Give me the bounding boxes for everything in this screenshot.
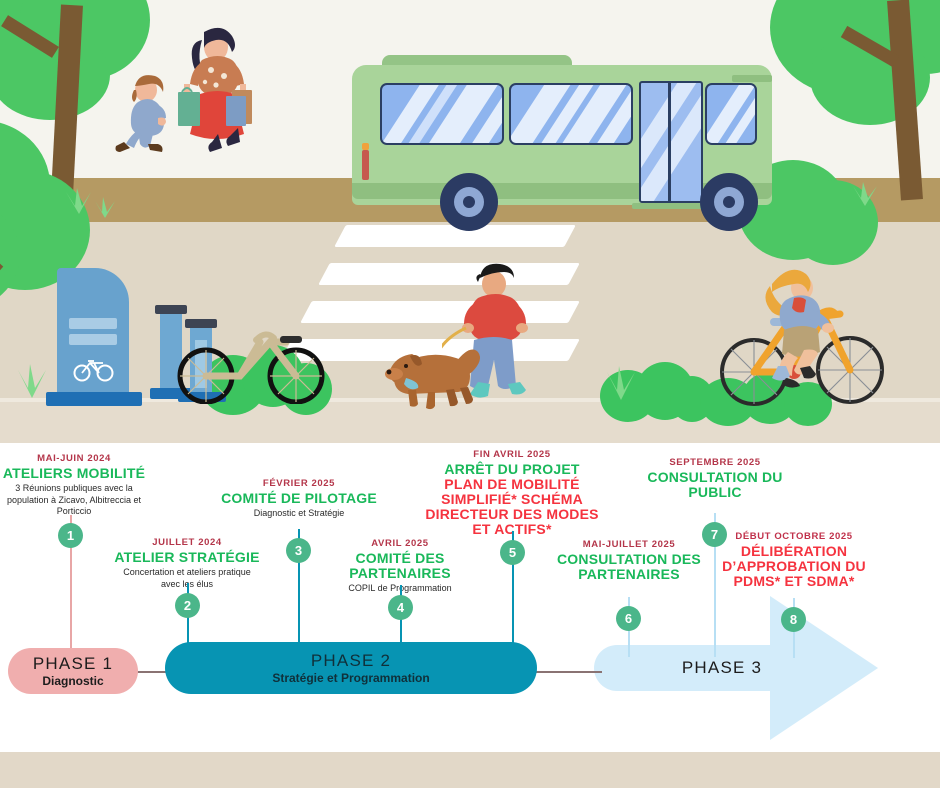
phase-title: PHASE 3: [681, 658, 763, 677]
timeline-badge-8[interactable]: 8: [781, 607, 806, 632]
item-title: ATELIERS MOBILITÉ: [2, 465, 146, 481]
timeline-item-8[interactable]: DÉBUT OCTOBRE 2025 DÉLIBÉRATION D’APPROB…: [714, 531, 874, 589]
item-title: DÉLIBÉRATION D’APPROBATION DU PDMS* ET S…: [722, 543, 866, 589]
item-title: ATELIER STRATÉGIE: [114, 549, 260, 565]
bicycle-icon: [73, 360, 114, 382]
grass-icon: [853, 182, 877, 206]
item-date: FÉVRIER 2025: [262, 478, 336, 489]
tree-icon: [0, 0, 160, 220]
running-child-icon: [115, 75, 166, 152]
item-title-secondary: PLAN DE MOBILITÉ SIMPLIFIÉ* SCHÉMA DIREC…: [425, 476, 599, 537]
item-date: DÉBUT OCTOBRE 2025: [735, 531, 853, 542]
item-title: COMITÉ DE PILOTAGE: [221, 490, 377, 506]
dog-icon: [385, 349, 480, 410]
street-scene-illustration: [0, 0, 940, 443]
grass-icon: [607, 366, 635, 400]
item-subtitle: Diagnostic et Stratégie: [253, 508, 345, 518]
woman-with-shopping-bags-icon: [178, 27, 252, 152]
timeline-badge-2[interactable]: 2: [175, 593, 200, 618]
bush-icon: [0, 120, 120, 320]
timeline-badge-7[interactable]: 7: [702, 522, 727, 547]
timeline-badge-5[interactable]: 5: [500, 540, 525, 565]
item-title: CONSULTATION DU PUBLIC: [647, 469, 783, 500]
item-title: COMITÉ DES PARTENAIRES: [349, 550, 451, 581]
phase-link-2-3: [528, 671, 602, 673]
phase-link-1-2: [130, 671, 174, 673]
connector-1: [70, 515, 72, 655]
timeline-badge-6[interactable]: 6: [616, 606, 641, 631]
grass-icon: [66, 188, 91, 214]
item-title: ARRÊT DU PROJET: [444, 461, 580, 477]
project-timeline: MAI-JUIN 2024 ATELIERS MOBILITÉ 3 Réunio…: [0, 443, 940, 788]
connector-5: [512, 531, 514, 649]
grass-icon: [95, 197, 115, 218]
bike-share-kiosk-icon: [57, 268, 129, 400]
phase-title: PHASE 1: [32, 653, 114, 673]
timeline-badge-1[interactable]: 1: [58, 523, 83, 548]
timeline-item-3[interactable]: FÉVRIER 2025 COMITÉ DE PILOTAGE Diagnost…: [221, 478, 377, 520]
timeline-item-7[interactable]: SEPTEMBRE 2025 CONSULTATION DU PUBLIC: [644, 457, 786, 500]
phase-bar-1[interactable]: PHASE 1 Diagnostic: [8, 648, 138, 694]
phase-bar-2[interactable]: PHASE 2 Stratégie et Programmation: [165, 642, 537, 694]
phase-subtitle: Stratégie et Programmation: [272, 670, 430, 685]
parked-bicycle-icon: [177, 331, 325, 404]
footer-band: [0, 752, 940, 788]
bike-dock-post-icon: [160, 312, 182, 392]
phase-subtitle: Diagnostic: [42, 673, 104, 688]
female-cyclist-icon: [720, 269, 884, 406]
timeline-item-5[interactable]: FIN AVRIL 2025 ARRÊT DU PROJET PLAN DE M…: [419, 449, 605, 537]
item-date: AVRIL 2025: [371, 538, 429, 549]
bus-door-icon: [639, 81, 703, 203]
item-date: SEPTEMBRE 2025: [669, 457, 761, 468]
item-date: JUILLET 2024: [152, 537, 222, 548]
connector-7: [714, 513, 716, 657]
item-date: MAI-JUIN 2024: [37, 453, 111, 464]
connector-3: [298, 529, 300, 649]
phase-3-body: [594, 645, 850, 691]
bush-icon: [738, 140, 908, 280]
grass-icon: [18, 364, 46, 398]
tree-icon: [770, 0, 940, 220]
connector-2: [187, 583, 189, 655]
timeline-badge-4[interactable]: 4: [388, 595, 413, 620]
timeline-badge-3[interactable]: 3: [286, 538, 311, 563]
bus-icon: [352, 55, 772, 231]
dog-walker-icon: [442, 263, 528, 398]
phase-title: PHASE 2: [310, 650, 392, 670]
item-date: FIN AVRIL 2025: [473, 449, 551, 460]
timeline-item-1[interactable]: MAI-JUIN 2024 ATELIERS MOBILITÉ 3 Réunio…: [0, 453, 148, 518]
item-subtitle: 3 Réunions publiques avec la population …: [6, 483, 142, 516]
item-title: CONSULTATION DES PARTENAIRES: [557, 551, 701, 582]
item-date: MAI-JUILLET 2025: [582, 539, 676, 550]
timeline-item-6[interactable]: MAI-JUILLET 2025 CONSULTATION DES PARTEN…: [549, 539, 709, 582]
